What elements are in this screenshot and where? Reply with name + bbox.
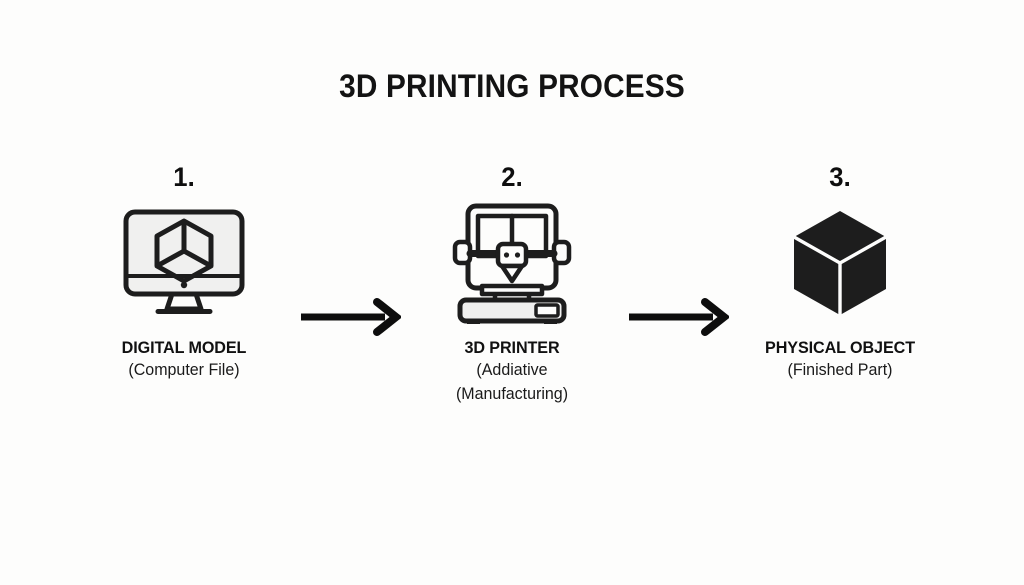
page-title: 3D PRINTING PROCESS <box>339 68 685 104</box>
3d-printer-icon <box>397 200 627 325</box>
step-number: 2. <box>501 162 523 192</box>
process-step-3d-printer: 2. <box>397 160 627 406</box>
arrow-right-icon <box>627 297 731 337</box>
solid-cube-icon <box>725 200 955 325</box>
process-flow: 1. DIGITA <box>0 160 1024 460</box>
monitor-wireframe-cube-icon <box>69 200 299 325</box>
arrow-right-icon <box>299 297 403 337</box>
step-caption-line: (Finished Part) <box>787 361 893 379</box>
step-title: 3D PRINTER <box>464 338 560 357</box>
process-step-digital-model: 1. DIGITA <box>69 160 299 382</box>
step-caption-line: (Addiative <box>476 361 548 379</box>
step-title: PHYSICAL OBJECT <box>765 338 915 357</box>
step-number: 1. <box>173 162 195 192</box>
step-number: 3. <box>829 162 851 192</box>
process-step-physical-object: 3. PHYSICAL OBJECT (Finished Part) <box>725 160 955 382</box>
step-caption-line: (Computer File) <box>128 361 240 379</box>
step-title: DIGITAL MODEL <box>121 338 247 357</box>
step-caption-line: (Manufacturing) <box>455 385 569 403</box>
